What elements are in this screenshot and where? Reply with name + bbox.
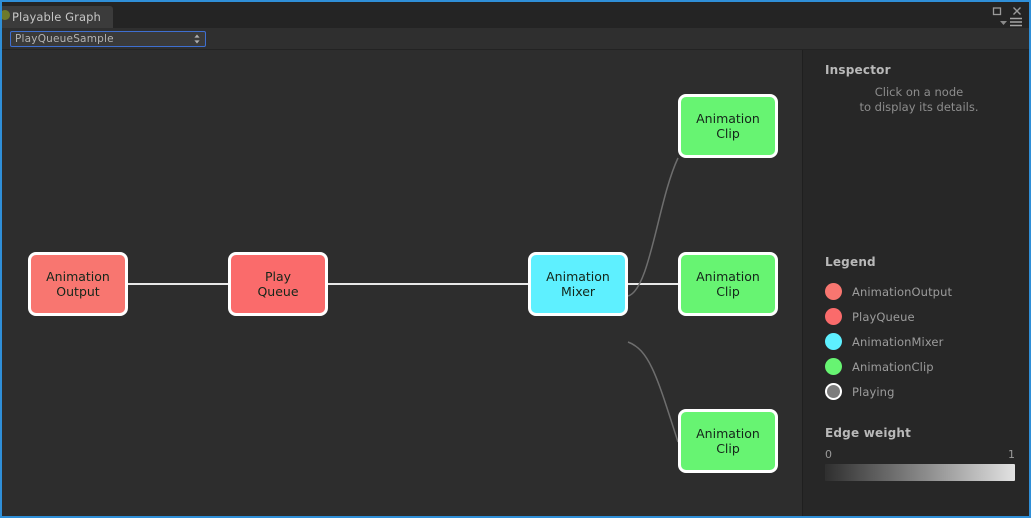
legend-label: Playing xyxy=(852,384,895,399)
legend-label: PlayQueue xyxy=(852,309,915,324)
graph-node-label: Play xyxy=(264,269,292,284)
chevron-down-icon xyxy=(1000,20,1007,25)
graph-node-label: Animation xyxy=(546,269,610,284)
graph-edges xyxy=(128,157,679,443)
tab-label: Playable Graph xyxy=(12,10,101,24)
window-menu[interactable] xyxy=(999,16,1023,28)
legend-swatch-icon xyxy=(825,333,842,350)
graph-node-label: Clip xyxy=(716,441,740,456)
updown-arrow-icon xyxy=(194,34,200,44)
window-titlebar: Playable Graph xyxy=(2,2,1029,28)
graph-node-label: Output xyxy=(56,284,100,299)
inspector-hint: Click on a node to display its details. xyxy=(825,85,1019,115)
legend-title: Legend xyxy=(825,255,876,269)
graph-edge xyxy=(627,341,679,443)
legend-row: PlayQueue xyxy=(825,304,1019,329)
legend-label: AnimationOutput xyxy=(852,284,953,299)
graph-toolbar: PlayQueueSample xyxy=(2,28,1029,50)
inspector-hint-line1: Click on a node xyxy=(874,85,964,99)
maximize-icon[interactable] xyxy=(991,5,1003,17)
graph-node-label: Clip xyxy=(716,284,740,299)
graph-node-label: Queue xyxy=(257,284,299,299)
graph-edge xyxy=(627,157,679,297)
edge-weight-scale: 0 1 xyxy=(825,448,1015,464)
legend-swatch-icon xyxy=(825,383,842,400)
graph-node-label: Mixer xyxy=(560,284,596,299)
legend-swatch-icon xyxy=(825,283,842,300)
edge-weight-min: 0 xyxy=(825,448,832,461)
tab-playable-graph[interactable]: Playable Graph xyxy=(2,6,113,28)
hamburger-menu-icon xyxy=(1010,17,1022,27)
graph-node-label: Animation xyxy=(696,426,760,441)
legend-row: AnimationOutput xyxy=(825,279,1019,304)
legend-row: Playing xyxy=(825,379,1019,404)
legend-row: AnimationClip xyxy=(825,354,1019,379)
graph-node-label: Animation xyxy=(696,111,760,126)
inspector-hint-line2: to display its details. xyxy=(859,100,979,114)
inspector-panel: Inspector Click on a node to display its… xyxy=(825,63,1019,115)
graph-dot-icon xyxy=(2,10,10,20)
legend-row: AnimationMixer xyxy=(825,329,1019,354)
sidebar: Inspector Click on a node to display its… xyxy=(802,50,1029,516)
legend-swatch-icon xyxy=(825,358,842,375)
graph-selector-dropdown[interactable]: PlayQueueSample xyxy=(10,31,206,47)
graph-node-label: Clip xyxy=(716,126,740,141)
graph-selector-value: PlayQueueSample xyxy=(15,33,114,45)
inspector-title: Inspector xyxy=(825,63,891,77)
legend-label: AnimationMixer xyxy=(852,334,944,349)
legend-label: AnimationClip xyxy=(852,359,934,374)
edge-weight-title: Edge weight xyxy=(825,426,912,440)
window-controls xyxy=(991,5,1023,17)
graph-node-label: Animation xyxy=(46,269,110,284)
edge-weight-gradient-bar xyxy=(825,464,1015,481)
edge-weight-max: 1 xyxy=(1008,448,1015,461)
edge-weight-panel: Edge weight 0 1 xyxy=(825,426,1015,481)
legend-swatch-icon xyxy=(825,308,842,325)
graph-node-label: Animation xyxy=(696,269,760,284)
close-icon[interactable] xyxy=(1011,5,1023,17)
